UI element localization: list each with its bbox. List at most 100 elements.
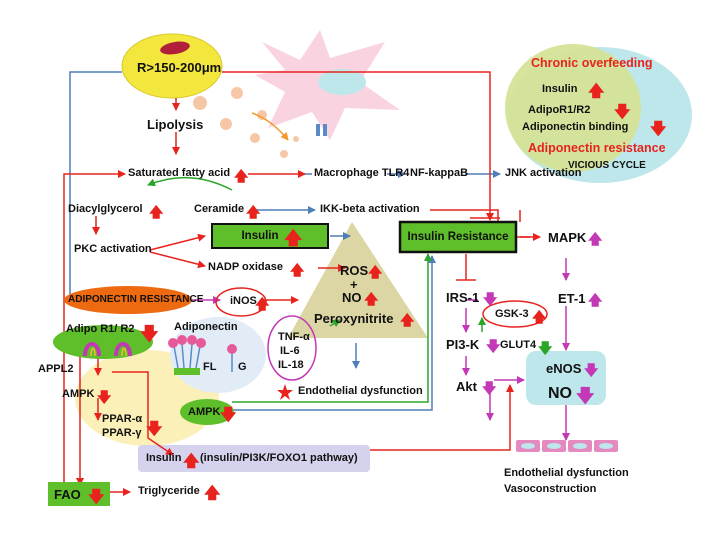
cytokine-circle (267, 315, 317, 381)
fao-box (48, 482, 110, 506)
wire-ampk-green (232, 253, 432, 403)
fat-droplet (257, 110, 267, 120)
dag-label: Diacylglycerol (68, 203, 143, 215)
wire-ikk-to-ir (430, 209, 499, 222)
pi3k-down-arrow: 🡇 (486, 338, 501, 354)
vc-caption: VICIOUS CYCLE (568, 160, 646, 171)
irs1-down-arrow: 🡇 (483, 291, 498, 307)
ppar-a-label: PPAR-α (102, 413, 143, 425)
adiponectin-resistance-banner: ADIPONECTIN RESISTANCE (68, 294, 204, 305)
endothelial-cells (516, 440, 618, 452)
adipocyte (121, 33, 223, 99)
macrophage-nucleus (318, 69, 366, 95)
insulin-pathway-suffix: (insulin/PI3K/FOXO1 pathway) (200, 452, 358, 464)
vc-insulin-up-arrow: 🡅 (588, 83, 605, 100)
insulin-up-arrow: 🡅 (284, 228, 303, 248)
peroxynitrite-up-arrow: 🡅 (400, 312, 415, 328)
ceramide-up-arrow: 🡅 (246, 204, 261, 220)
adiponectin-multimer-fl (168, 335, 206, 375)
vc-binding: Adiponectin binding (522, 121, 629, 133)
cytokine-il6: IL-6 (280, 345, 300, 357)
endo-bottom-line2: Vasoconstruction (504, 483, 597, 495)
vicious-cycle-green-circle (505, 44, 641, 172)
insulin-pathway-panel (138, 445, 370, 472)
insulin-resistance-label: Insulin Resistance (407, 231, 509, 243)
arrow-adipo-to-pathway (112, 371, 174, 456)
jnk-label: JNK activation (505, 167, 582, 179)
pkc-label: PKC activation (74, 243, 152, 255)
endo-bottom-line1: Endothelial dysfunction (504, 467, 629, 479)
vc-resistance: Adiponectin resistance (528, 141, 666, 155)
enos-down-arrow: 🡇 (584, 362, 599, 378)
et1-up-arrow: 🡅 (588, 292, 603, 308)
fao-down-arrow: 🡇 (88, 489, 105, 506)
arrow-pkc-to-insulin (149, 233, 206, 251)
cytokine-tnf: TNF-α (278, 331, 310, 343)
triglyceride-label: Triglyceride (138, 485, 200, 497)
endo-mid-label: Endothelial dysfunction (298, 385, 423, 397)
insulin-pathway-up-arrow: 🡅 (183, 453, 200, 470)
fat-droplet (293, 136, 299, 142)
tlr4-receptor-a (316, 124, 320, 136)
akt-down-arrow: 🡇 (482, 380, 497, 396)
adipocyte-label: R>150-200μm (137, 60, 222, 75)
ampk-oval (180, 399, 234, 425)
droplet-to-macrophage-arrow (251, 112, 289, 141)
fao-label: FAO (54, 487, 81, 502)
arrow-pathway-to-enos (370, 384, 514, 451)
no-mid-label: NO (342, 290, 362, 305)
wire-fao-up (63, 170, 126, 486)
fl-label: FL (203, 361, 217, 373)
lipolysis-label: Lipolysis (147, 117, 204, 132)
inos-up-arrow: 🡅 (255, 296, 270, 312)
gsk3-circle (482, 300, 548, 328)
ampk-left-label: AMPK (62, 388, 95, 400)
vc-adipor: AdipoR1/R2 (528, 104, 591, 116)
glut4-label: GLUT4 (500, 339, 537, 351)
ceramide-label: Ceramide (194, 203, 245, 215)
endothelial-star (277, 384, 293, 400)
glut4-down-arrow: 🡇 (538, 340, 553, 356)
ampk-box-down-arrow: 🡇 (220, 407, 237, 424)
ppar-g-label: PPAR-γ (102, 427, 142, 439)
fat-droplet (280, 150, 288, 158)
triglyceride-up-arrow: 🡅 (204, 485, 221, 502)
tlr4-receptor-b (323, 124, 327, 136)
ampk-left-down-arrow: 🡇 (97, 389, 112, 405)
ppar-down-arrow: 🡇 (146, 421, 163, 438)
no-mid-up-arrow: 🡅 (364, 291, 379, 307)
nadp-up-arrow: 🡅 (290, 262, 305, 278)
fat-droplet (220, 118, 232, 130)
gsk3-label: GSK-3 (495, 308, 529, 320)
pi3k-label: PI3-K (446, 337, 480, 352)
g-label: G (238, 361, 247, 373)
receptor-arch-left (83, 342, 101, 357)
arrow-pkc-to-nadp (149, 251, 206, 269)
ros-triangle (288, 222, 428, 338)
fat-droplet (250, 133, 260, 143)
arrow-ceramide-to-dag (147, 176, 233, 191)
vc-binding-down-arrow: 🡇 (650, 121, 667, 138)
vc-adipor-down-arrow: 🡇 (614, 104, 631, 121)
inos-label: iNOS (230, 295, 257, 307)
wire-adipocyte-down (69, 71, 122, 300)
vc-title: Chronic overfeeding (531, 56, 653, 70)
ampk-box-label: AMPK (188, 406, 221, 418)
dag-up-arrow: 🡅 (149, 204, 164, 220)
akt-label: Akt (456, 379, 477, 394)
adiponectin-monomer-g (227, 344, 237, 372)
insulin-box (211, 223, 329, 249)
enos-label: eNOS (546, 361, 582, 376)
wire-ampk-to-ir (230, 255, 436, 411)
cytokine-il18: IL-18 (278, 359, 304, 371)
mapk-label: MAPK (548, 230, 587, 245)
nfkb-label: NF-kappaB (410, 167, 469, 179)
adipo-receptor-label: Adipo R1/ R2 (66, 323, 135, 335)
insulin-resistance-box (398, 220, 518, 254)
adipo-receptor-down-arrow: 🡇 (140, 324, 159, 344)
vc-insulin: Insulin (542, 83, 578, 95)
fat-droplet (193, 96, 207, 110)
adiponectin-resistance-banner-bg (64, 286, 192, 314)
